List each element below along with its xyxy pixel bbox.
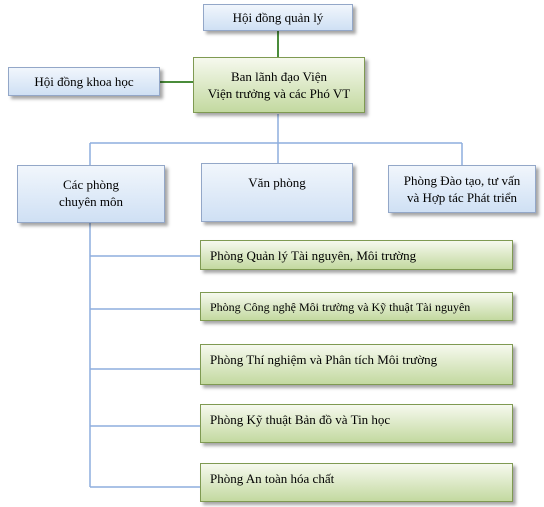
specialized-label-line1: Các phòng (63, 177, 119, 192)
department-box-4: Phòng Kỹ thuật Bản đồ và Tin học (200, 404, 513, 443)
office-label: Văn phòng (248, 175, 306, 190)
specialized-departments-box: Các phòng chuyên môn (17, 165, 165, 223)
specialized-label-line2: chuyên môn (59, 194, 123, 209)
department-label-4: Phòng Kỹ thuật Bản đồ và Tin học (210, 412, 391, 427)
management-board-label: Hội đồng quản lý (232, 10, 324, 25)
training-label-line1: Phòng Đào tạo, tư vấn (403, 173, 521, 188)
department-box-3: Phòng Thí nghiệm và Phân tích Môi trường (200, 344, 513, 385)
training-label-line2: và Hợp tác Phát triển (406, 190, 518, 205)
department-label-3: Phòng Thí nghiệm và Phân tích Môi trường (210, 352, 438, 367)
management-board-box: Hội đồng quản lý (203, 4, 353, 31)
leadership-box: Ban lãnh đạo Viện Viện trưởng và các Phó… (193, 57, 365, 113)
department-label-5: Phòng An toàn hóa chất (210, 471, 335, 486)
department-label-1: Phòng Quản lý Tài nguyên, Môi trường (210, 248, 417, 263)
training-box: Phòng Đào tạo, tư vấn và Hợp tác Phát tr… (388, 165, 536, 213)
science-council-box: Hội đồng khoa học (8, 67, 160, 96)
leadership-label-line2: Viện trưởng và các Phó VT (207, 86, 351, 101)
department-box-1: Phòng Quản lý Tài nguyên, Môi trường (200, 240, 513, 270)
department-box-2: Phòng Công nghệ Môi trường và Kỹ thuật T… (200, 292, 513, 321)
department-label-2: Phòng Công nghệ Môi trường và Kỹ thuật T… (210, 300, 471, 314)
science-council-label: Hội đồng khoa học (34, 74, 134, 89)
leadership-label-line1: Ban lãnh đạo Viện (230, 69, 328, 84)
department-box-5: Phòng An toàn hóa chất (200, 463, 513, 502)
office-box: Văn phòng (201, 163, 353, 222)
